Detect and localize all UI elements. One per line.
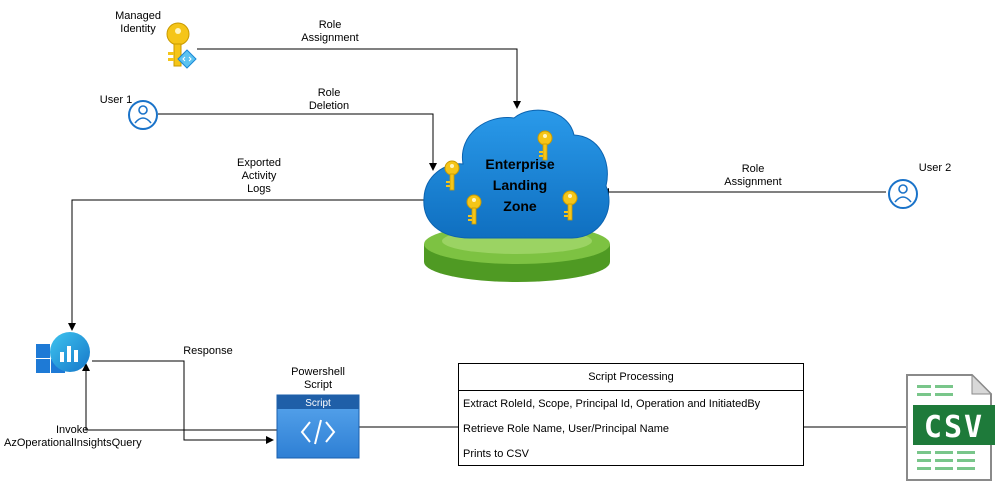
key-icon (537, 130, 553, 161)
landing-zone-title-line: Zone (503, 198, 537, 214)
connector-zone-to-monitor (68, 199, 425, 331)
script-card: Script (276, 394, 360, 459)
powershell-line: Script (303, 379, 333, 391)
processing-step: Retrieve Role Name, User/Principal Name (463, 422, 670, 435)
role-deletion-line: Role (317, 87, 341, 99)
invoke-query-label: AzOperationalInsightsQuery (4, 437, 142, 450)
exported-logs-line: Logs (247, 183, 271, 195)
landing-zone-title-line: Enterprise (485, 156, 555, 172)
script-card-header: Script (305, 398, 331, 409)
key-icon (444, 160, 460, 191)
role-assignment-right-line: Assignment (724, 176, 782, 188)
exported-logs-label: Exported Activity Logs (224, 157, 294, 196)
managed-identity-key-icon (166, 22, 197, 69)
role-assignment-right-line: Role (741, 163, 765, 175)
role-deletion-label: Role Deletion (294, 87, 364, 113)
key-icon (562, 190, 578, 221)
exported-logs-line: Activity (241, 170, 277, 182)
script-processing-box: Script Processing Extract RoleId, Scope,… (458, 363, 804, 466)
invoke-query-label: Invoke- (56, 424, 92, 437)
response-label: Response (183, 345, 233, 357)
csv-file-icon: CSV (906, 373, 995, 481)
invoke-query-line: AzOperationalInsightsQuery (4, 437, 142, 449)
log-analytics-icon (36, 332, 90, 373)
role-assignment-top-label: Role Assignment (295, 19, 365, 45)
landing-zone-title: Enterprise Landing Zone (465, 154, 575, 217)
user2-label: User 2 (918, 162, 952, 174)
landing-zone-title-line: Landing (492, 177, 548, 193)
managed-identity-label-line: Identity (120, 23, 156, 35)
powershell-label: Powershell Script (283, 366, 353, 392)
connector-user1-to-zone (158, 113, 437, 171)
user1-icon (128, 100, 158, 130)
managed-identity-label-line: Managed (115, 10, 161, 22)
user2-icon (888, 179, 918, 209)
connector-monitor-response-to-script (92, 360, 274, 444)
processing-step: Prints to CSV (463, 447, 530, 460)
connector-managed-identity-to-zone (197, 48, 521, 109)
exported-logs-line: Exported (236, 157, 282, 169)
user1-label: User 1 (99, 94, 133, 106)
managed-identity-label: Managed Identity (108, 10, 168, 36)
role-assignment-top-line: Role (318, 19, 342, 31)
code-brackets-icon (300, 419, 336, 445)
processing-step: Extract RoleId, Scope, Principal Id, Ope… (463, 397, 761, 410)
role-assignment-right-label: Role Assignment (718, 163, 788, 189)
key-icon (466, 194, 482, 225)
csv-icon-text: CSV (924, 410, 984, 445)
role-deletion-line: Deletion (308, 100, 350, 112)
powershell-line: Powershell (291, 366, 345, 378)
connector-script-query-to-monitor (82, 363, 277, 431)
role-assignment-top-line: Assignment (301, 32, 359, 44)
script-processing-title: Script Processing (459, 364, 803, 391)
invoke-query-line: Invoke- (56, 424, 93, 436)
